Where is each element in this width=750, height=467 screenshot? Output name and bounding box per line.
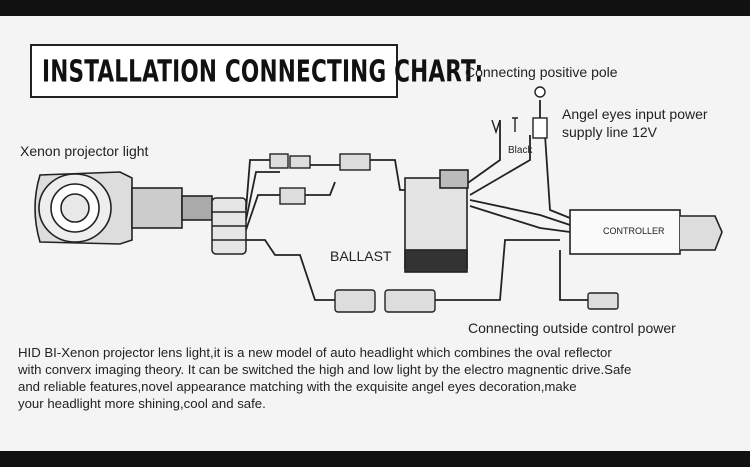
label-angel-eyes-1: Angel eyes input power [562, 106, 708, 122]
description-line: your headlight more shining,cool and saf… [18, 396, 266, 411]
label-positive-pole: Connecting positive pole [465, 64, 618, 80]
wires [245, 100, 588, 301]
description-text: HID BI-Xenon projector lens light,it is … [18, 344, 748, 412]
label-xenon-light: Xenon projector light [20, 143, 149, 159]
ballast-box [404, 169, 469, 273]
label-angel-eyes-2: supply line 12V [562, 124, 657, 140]
controller-box [569, 209, 723, 255]
projector-light [34, 171, 213, 245]
label-outside-power: Connecting outside control power [468, 320, 676, 336]
chart-title: INSTALLATION CONNECTING CHART: [42, 54, 484, 89]
description-line: and reliable features,novel appearance m… [18, 379, 577, 394]
connectors [269, 153, 619, 313]
description-line: HID BI-Xenon projector lens light,it is … [18, 345, 612, 360]
label-black-wire: Black [508, 145, 533, 156]
positive-terminal [491, 86, 548, 139]
title-box [30, 44, 398, 98]
label-controller: CONTROLLER [603, 226, 665, 236]
ignitor [211, 197, 247, 255]
description-line: with converx imaging theory. It can be s… [18, 362, 632, 377]
label-ballast: BALLAST [330, 248, 392, 264]
